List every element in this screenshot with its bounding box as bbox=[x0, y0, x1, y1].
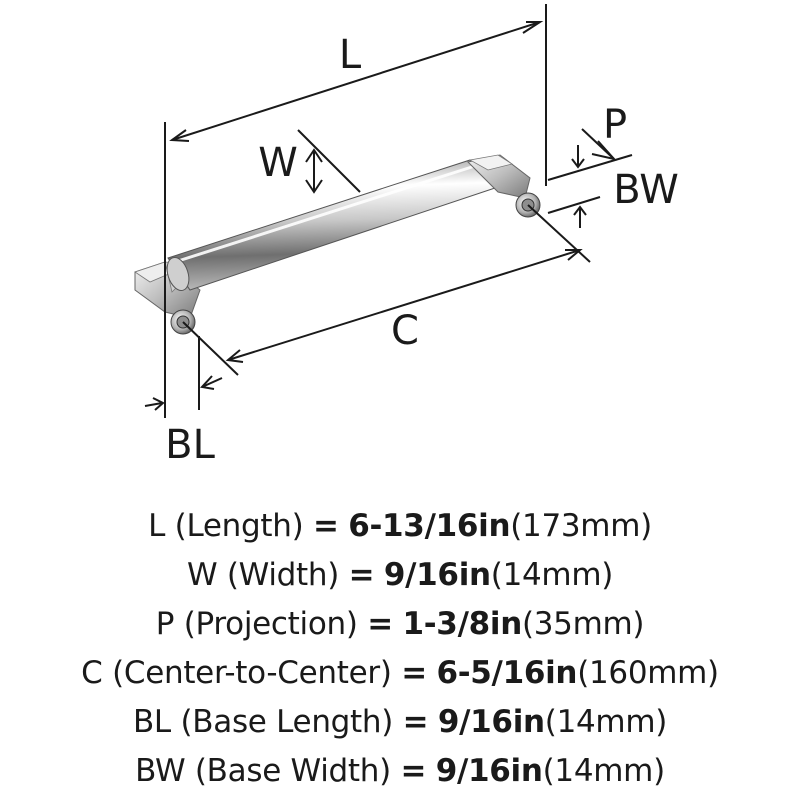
label-projection: P bbox=[603, 102, 627, 148]
base-length-tick-right bbox=[201, 377, 223, 388]
spec-equals: = bbox=[367, 606, 393, 642]
base-length-arrowhead-left bbox=[152, 397, 165, 411]
spec-name: (Center-to-Center) bbox=[112, 655, 392, 691]
spec-key: C bbox=[81, 655, 103, 691]
spec-name: (Base Length) bbox=[180, 704, 394, 740]
spec-equals: = bbox=[312, 508, 339, 544]
spec-key: BL bbox=[132, 704, 171, 740]
projection-arrowhead bbox=[591, 140, 617, 161]
spec-imperial: 6-13/16in bbox=[348, 508, 511, 544]
center-arrowhead-left bbox=[225, 349, 244, 363]
spec-key: BW bbox=[135, 753, 186, 789]
spec-metric: (14mm) bbox=[542, 753, 666, 789]
width-arrowhead-top bbox=[305, 148, 323, 163]
width-arrowhead-bottom bbox=[305, 179, 323, 194]
spec-imperial: 1-3/8in bbox=[402, 606, 522, 642]
spec-equals: = bbox=[400, 753, 427, 789]
spec-name: (Width) bbox=[226, 557, 340, 593]
spec-key: L bbox=[148, 508, 166, 544]
label-base-length: BL bbox=[165, 422, 215, 468]
spec-width: W (Width) = 9/16in(14mm) bbox=[0, 551, 800, 600]
spec-length: L (Length) = 6-13/16in(173mm) bbox=[0, 502, 800, 551]
handle-bar bbox=[166, 159, 496, 291]
spec-metric: (173mm) bbox=[510, 508, 652, 544]
dimension-spec-list: L (Length) = 6-13/16in(173mm) W (Width) … bbox=[0, 502, 800, 796]
spec-name: (Length) bbox=[174, 508, 304, 544]
spec-imperial: 6-5/16in bbox=[436, 655, 578, 691]
length-arrowhead-right bbox=[522, 21, 544, 34]
spec-imperial: 9/16in bbox=[383, 557, 491, 593]
spec-equals: = bbox=[401, 655, 427, 691]
center-dimension-line bbox=[227, 249, 581, 361]
spec-name: (Projection) bbox=[183, 606, 358, 642]
spec-equals: = bbox=[348, 557, 375, 593]
length-arrowhead-left bbox=[169, 129, 190, 142]
base-width-extension bbox=[547, 196, 601, 214]
spec-projection: P (Projection) = 1-3/8in(35mm) bbox=[0, 600, 800, 649]
spec-base-width: BW (Base Width) = 9/16in(14mm) bbox=[0, 747, 800, 796]
handle-dimension-diagram: L W P BW C BL bbox=[134, 4, 679, 468]
spec-key: P bbox=[155, 606, 175, 642]
spec-key: W bbox=[186, 557, 218, 593]
spec-equals: = bbox=[402, 704, 429, 740]
dimension-lines bbox=[144, 4, 633, 418]
label-length: L bbox=[339, 32, 362, 78]
projection-extension bbox=[547, 154, 633, 181]
spec-imperial: 9/16in bbox=[435, 753, 543, 789]
spec-base-length: BL (Base Length) = 9/16in(14mm) bbox=[0, 698, 800, 747]
spec-center-to-center: C (Center-to-Center) = 6-5/16in(160mm) bbox=[0, 649, 800, 698]
center-arrowhead-right bbox=[565, 249, 583, 261]
base-length-arrowhead-right bbox=[200, 375, 215, 390]
width-extension bbox=[297, 129, 361, 193]
label-center-to-center: C bbox=[391, 308, 419, 354]
center-extension-right bbox=[527, 204, 591, 263]
spec-name: (Base Width) bbox=[194, 753, 391, 789]
label-base-width: BW bbox=[613, 167, 679, 213]
projection-tick-arrow bbox=[571, 158, 585, 169]
spec-metric: (35mm) bbox=[521, 606, 645, 642]
length-dimension-line bbox=[171, 21, 541, 141]
spec-metric: (14mm) bbox=[490, 557, 614, 593]
handle-illustration bbox=[134, 154, 541, 335]
base-width-arrowhead bbox=[573, 205, 587, 216]
spec-metric: (14mm) bbox=[544, 704, 668, 740]
center-extension-left bbox=[182, 321, 239, 376]
spec-metric: (160mm) bbox=[577, 655, 719, 691]
label-width: W bbox=[258, 140, 298, 186]
base-length-tick-left bbox=[144, 402, 163, 407]
spec-imperial: 9/16in bbox=[437, 704, 545, 740]
